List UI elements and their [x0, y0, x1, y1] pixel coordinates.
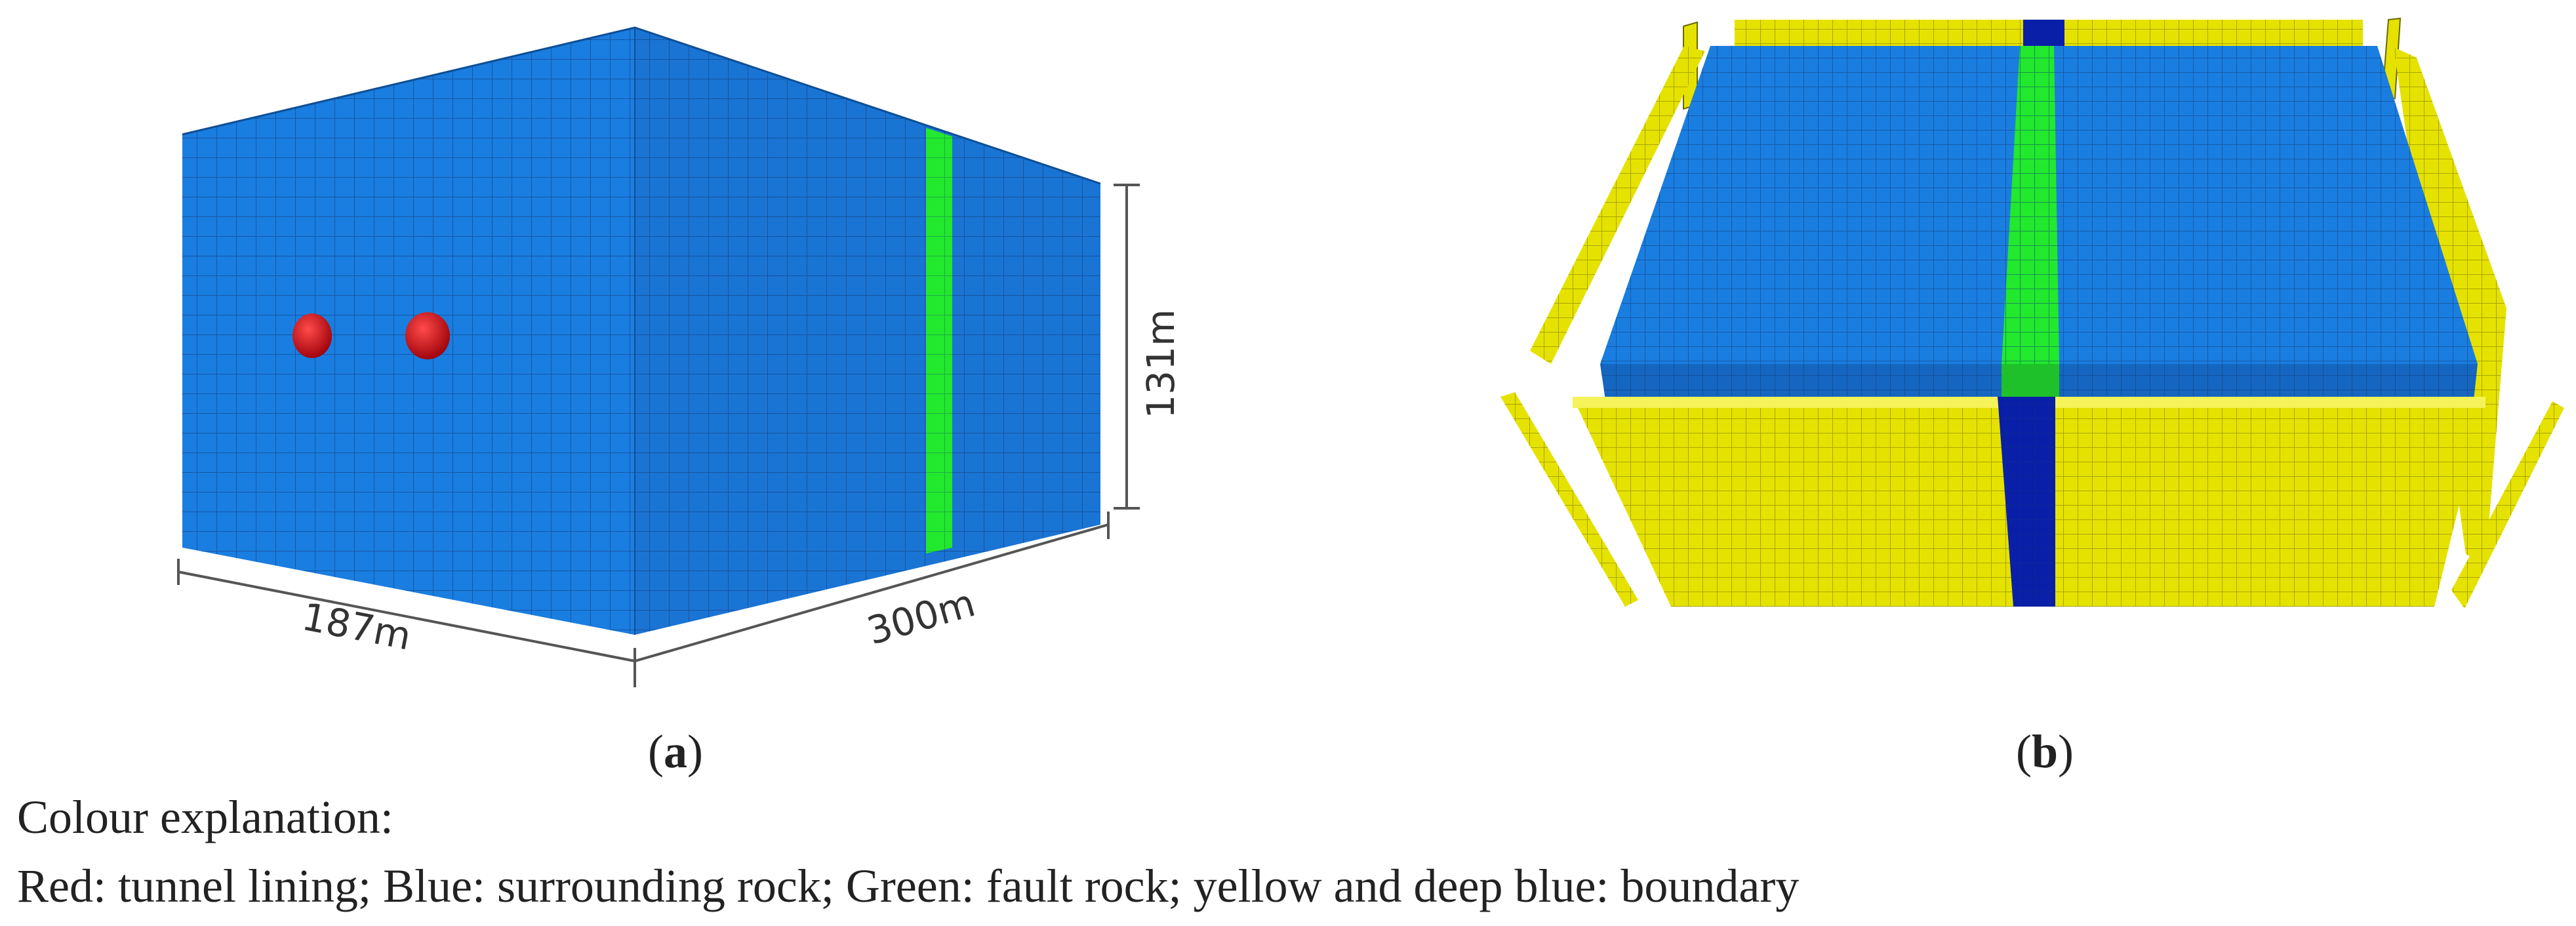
dim-line-width [177, 559, 636, 687]
legend-text: Red: tunnel lining; Blue: surrounding ro… [17, 860, 1800, 912]
panel-b-label: (b) [2016, 725, 2074, 778]
panel-b-model [1500, 17, 2564, 609]
legend-heading: Colour explanation: [17, 791, 393, 843]
panel-a-model: 187m 300m 131m [177, 26, 1183, 687]
dim-line-length [634, 512, 1110, 662]
boundary-back-deepblue [2023, 20, 2064, 47]
tunnel-lining-2 [405, 312, 450, 359]
dim-line-height [1114, 184, 1140, 510]
dim-label-width: 187m [298, 594, 414, 659]
panel-a-label: (a) [648, 725, 703, 778]
tunnel-lining-1 [292, 313, 332, 358]
dim-label-height: 131m [1138, 309, 1183, 418]
